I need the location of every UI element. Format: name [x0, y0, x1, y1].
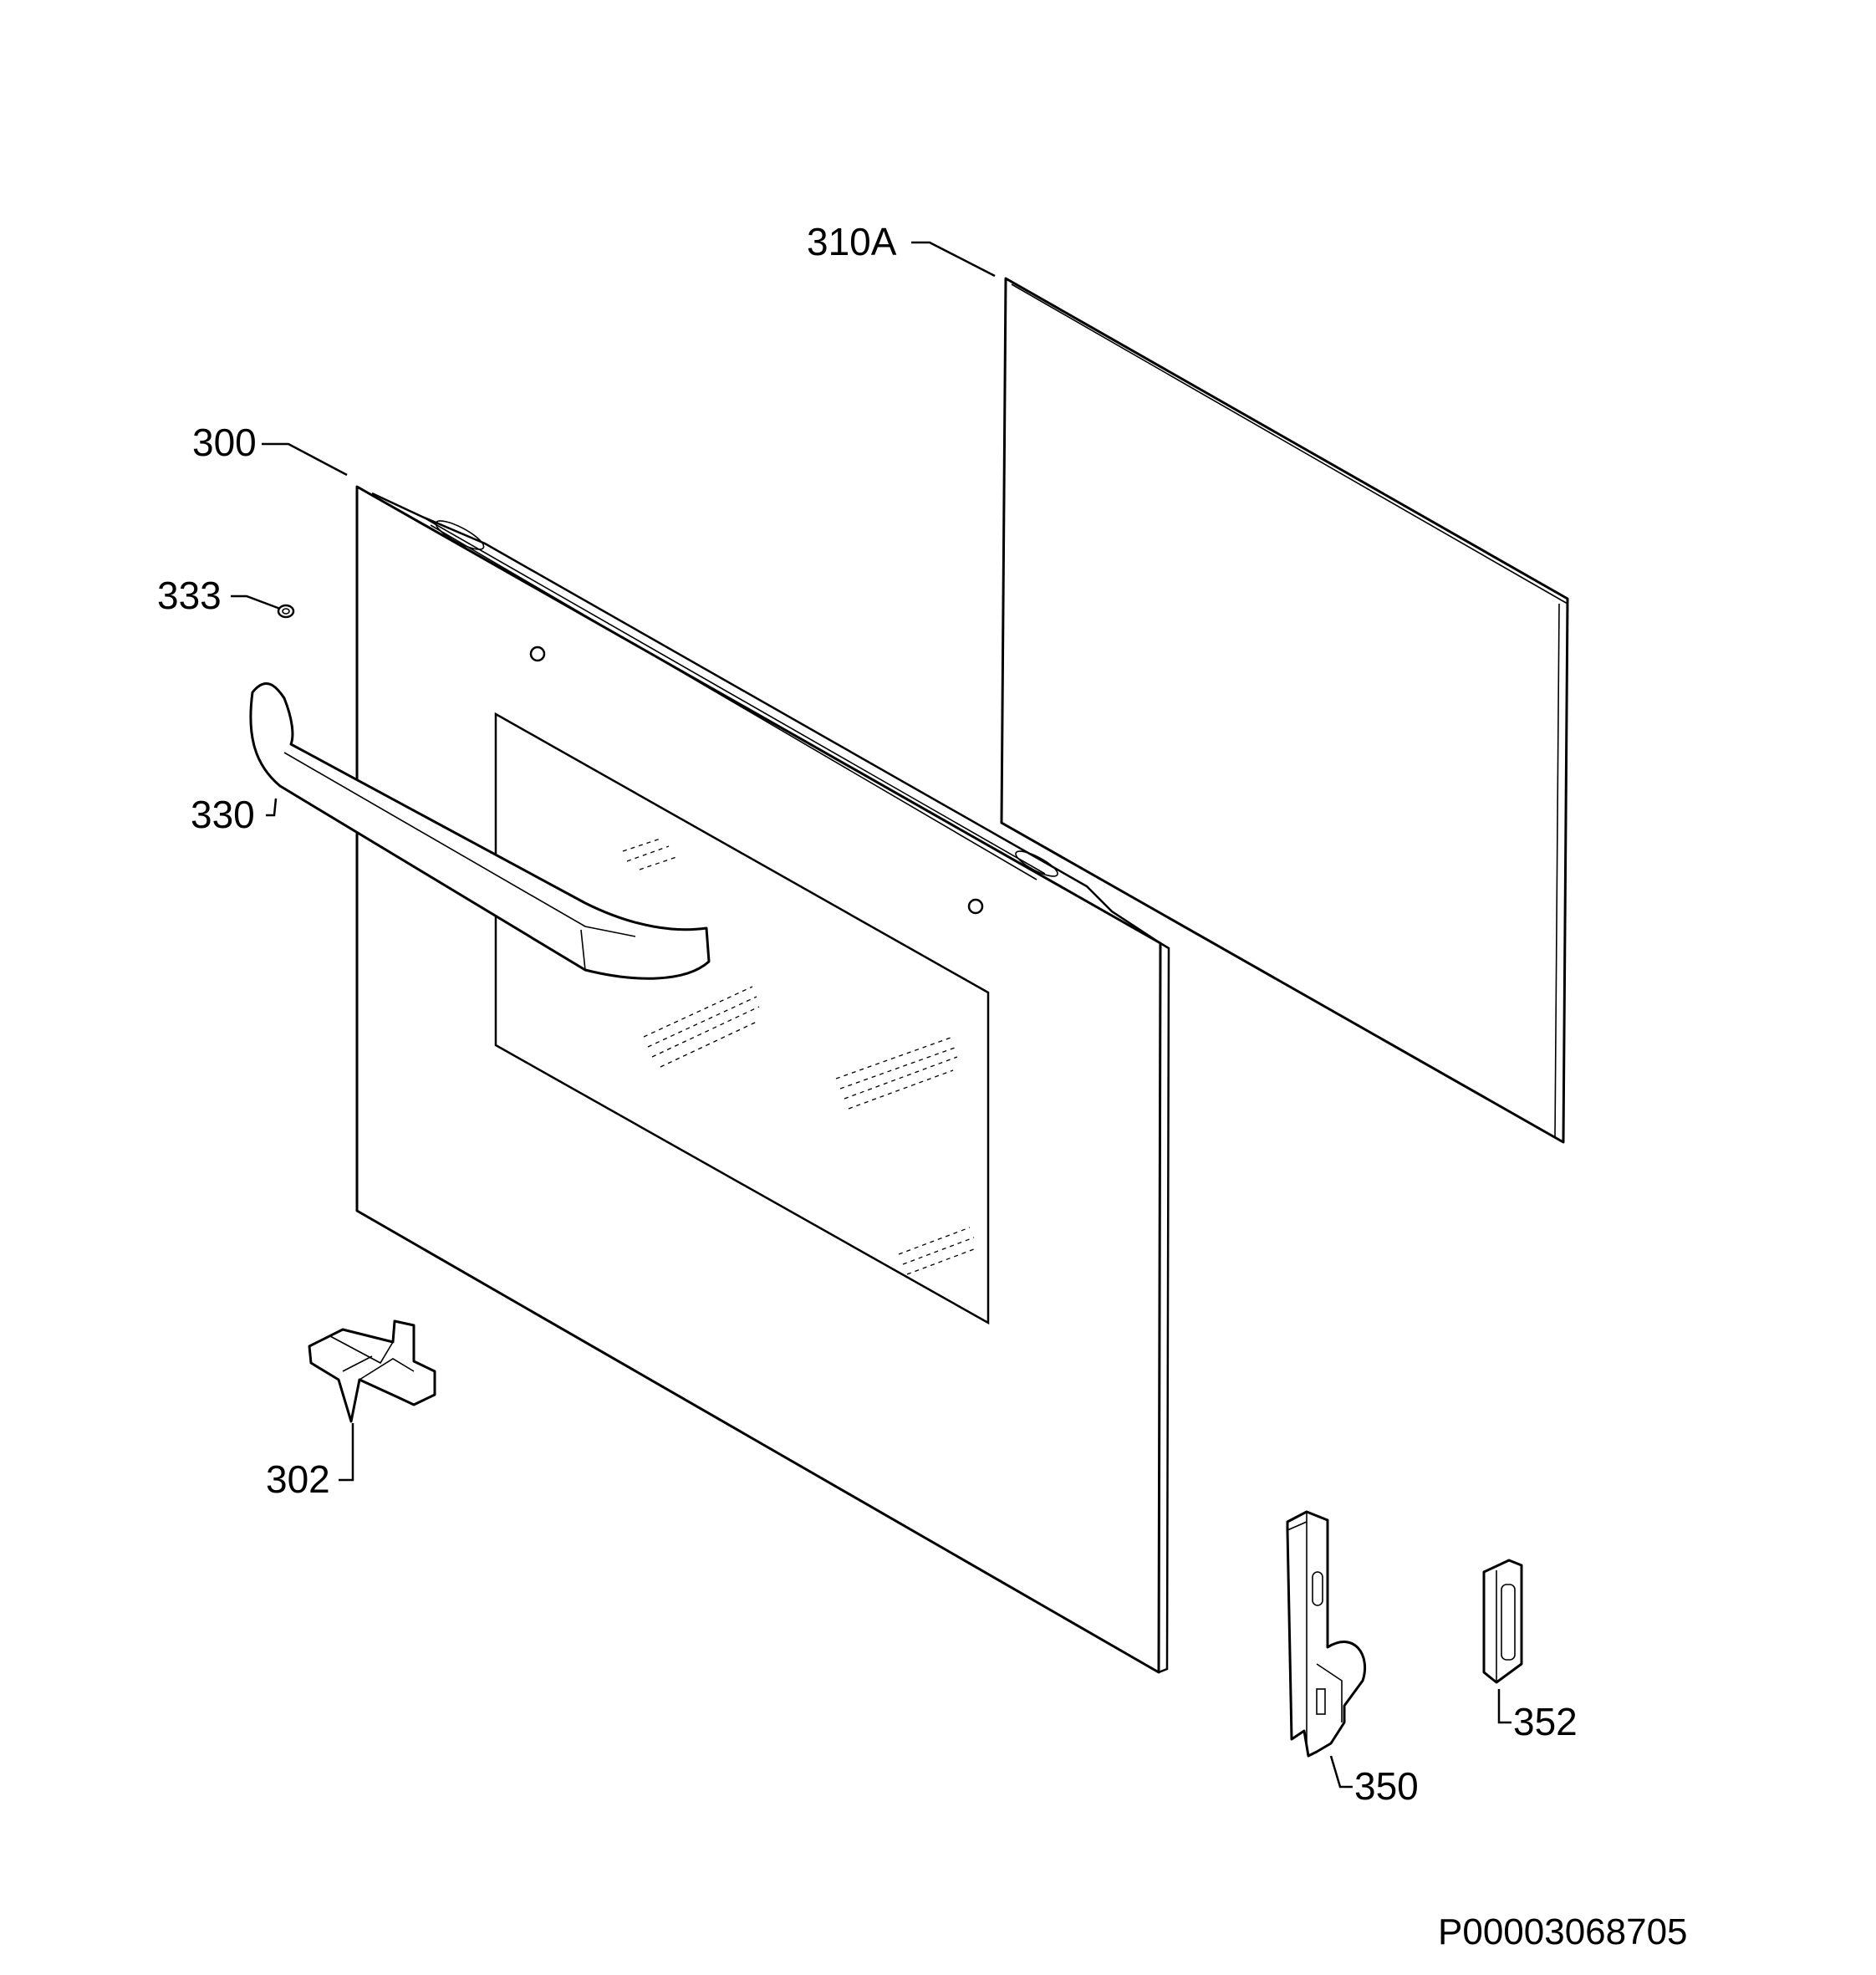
leader-lines	[231, 241, 1512, 1789]
part-310A-inner-glass	[1000, 277, 1569, 1144]
part-302-bracket	[308, 1319, 436, 1423]
label-310A: 310A	[807, 220, 897, 263]
label-350: 350	[1354, 1764, 1419, 1808]
drawing-code: P00003068705	[1438, 1911, 1688, 1952]
glass-reflection-marks	[622, 838, 975, 1275]
label-330: 330	[191, 793, 255, 836]
label-333: 333	[157, 574, 222, 617]
part-333-nut	[277, 604, 295, 619]
part-330-handle	[249, 681, 711, 980]
screw-hole-right	[967, 898, 984, 915]
label-352: 352	[1513, 1700, 1578, 1743]
part-300-door-panel	[355, 485, 1170, 1674]
part-350-hinge	[1286, 1510, 1367, 1758]
label-300: 300	[192, 421, 257, 464]
part-352-receiver	[1482, 1559, 1523, 1684]
screw-hole-left	[529, 646, 546, 662]
label-302: 302	[266, 1457, 330, 1501]
door-window	[494, 712, 990, 1325]
